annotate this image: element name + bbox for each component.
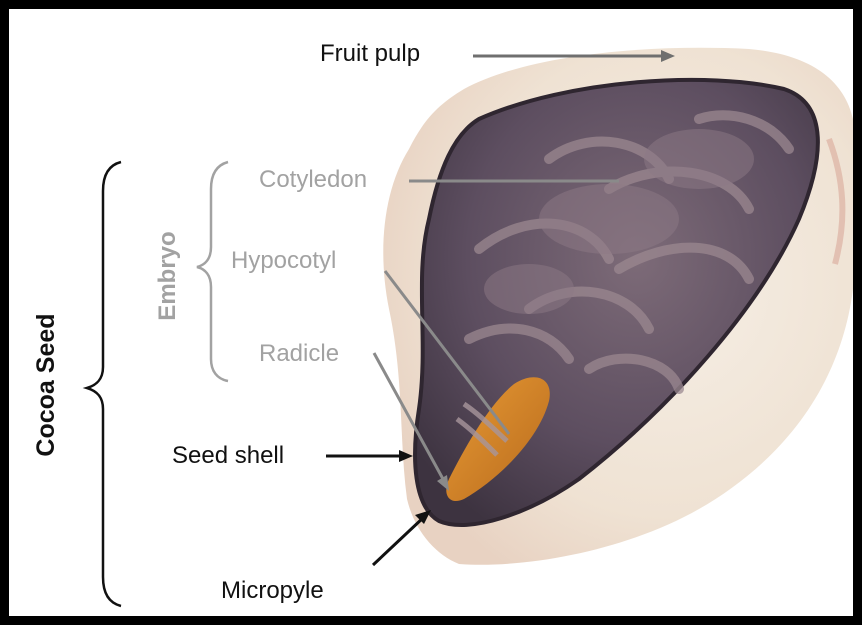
radicle-label: Radicle <box>259 342 339 366</box>
micropyle-label: Micropyle <box>221 579 324 603</box>
figure-canvas: Fruit pulp Cotyledon Hypocotyl Radicle S… <box>9 9 853 616</box>
embryo-label: Embryo <box>156 226 182 326</box>
fruit-pulp-label: Fruit pulp <box>320 42 420 66</box>
cotyledon-label: Cotyledon <box>259 168 367 192</box>
seed-shell-label: Seed shell <box>172 444 284 468</box>
embryo-brace <box>197 162 228 381</box>
micropyle-pointer <box>373 517 424 565</box>
cocoa-seed-brace <box>87 162 121 606</box>
cocoa-seed-photo <box>9 9 853 616</box>
hypocotyl-label: Hypocotyl <box>231 249 336 273</box>
cocoa-seed-label: Cocoa Seed <box>34 310 62 460</box>
